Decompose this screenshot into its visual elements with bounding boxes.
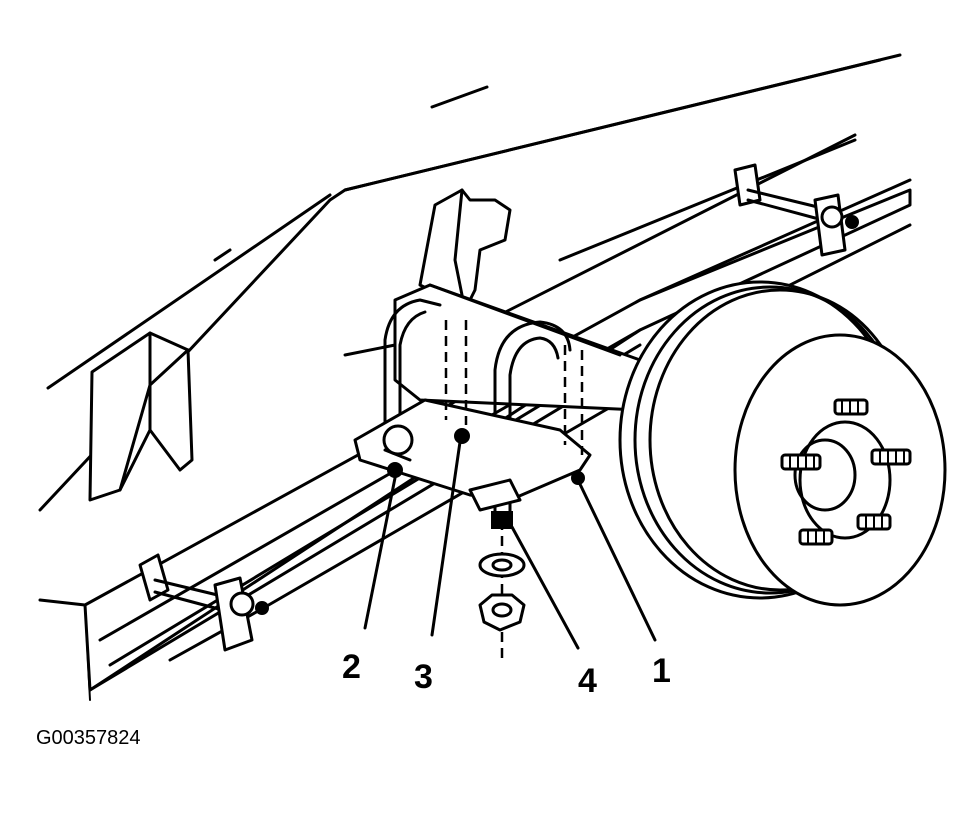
callout-2: 2 (342, 648, 361, 686)
wheel-stud-left (780, 453, 822, 471)
wheel-stud-right (870, 448, 912, 466)
leader-lines (363, 440, 657, 650)
wheel-stud-lower-right (856, 513, 892, 531)
wheel-stud-lower-left (798, 528, 834, 546)
brake-drum (618, 280, 947, 607)
alignment-lines (444, 320, 584, 660)
figure-code: G00357824 (36, 727, 141, 749)
wheel-stud-top (833, 398, 869, 416)
leader-line-2 (363, 476, 397, 630)
leader-line-4 (510, 525, 580, 650)
leader-line-1 (576, 478, 657, 642)
wheel-studs (780, 398, 912, 546)
callouts: 1 2 3 4 (342, 648, 671, 700)
callout-4: 4 (578, 662, 597, 700)
rear-shackle (733, 163, 859, 257)
callout-3: 3 (414, 658, 433, 696)
u-bolt-nut-stack (478, 511, 526, 632)
spring-anchor-plate (353, 398, 592, 512)
u-bolt-right (493, 320, 572, 522)
leader-line-3 (430, 440, 462, 637)
callout-1: 1 (652, 652, 671, 690)
bump-stop-bracket (88, 331, 194, 502)
front-spring-eye (138, 553, 269, 652)
u-bolt-left (383, 298, 442, 432)
